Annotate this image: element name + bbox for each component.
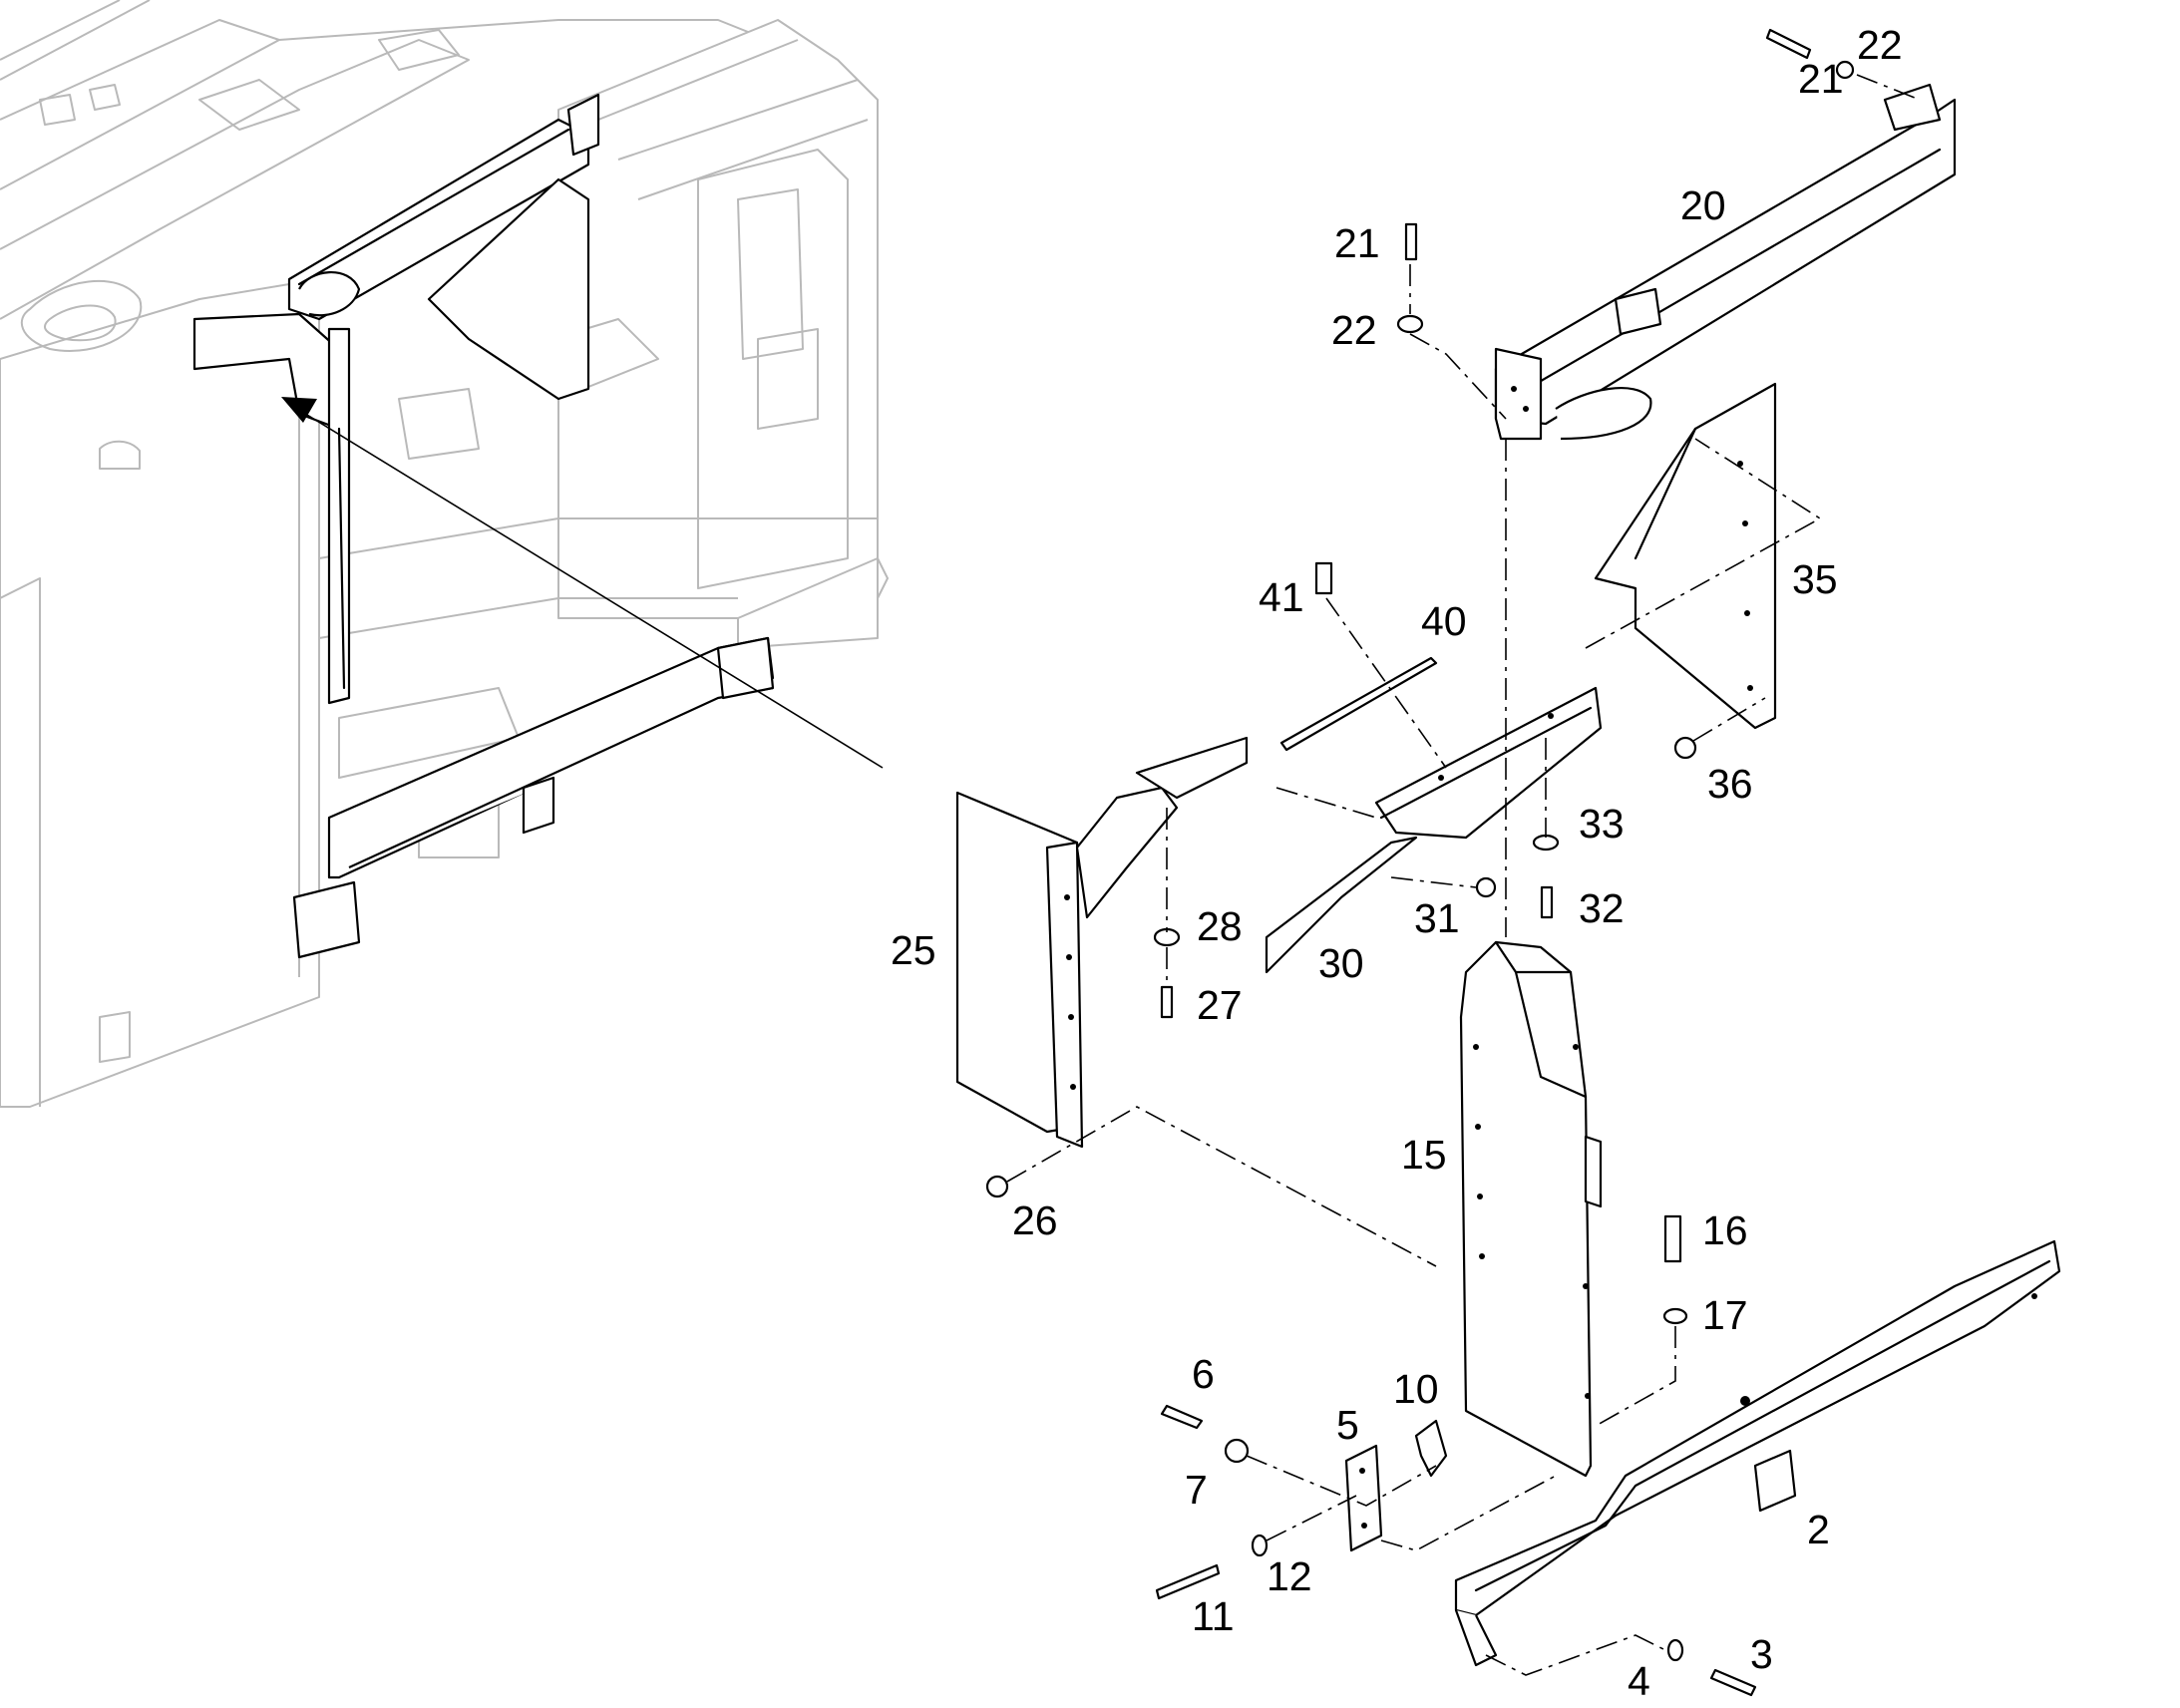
- part-2-lower-rail: [1454, 1239, 2061, 1667]
- callout-10: 10: [1393, 1366, 1439, 1412]
- callout-25: 25: [891, 927, 936, 973]
- callout-40: 40: [1421, 598, 1467, 644]
- callout-35: 35: [1792, 556, 1838, 602]
- callout-7: 7: [1185, 1467, 1208, 1513]
- callout-22-top: 22: [1857, 22, 1903, 68]
- callout-6: 6: [1192, 1351, 1215, 1397]
- callout-31: 31: [1414, 895, 1460, 941]
- callout-2: 2: [1807, 1507, 1830, 1552]
- part-5-bracket-plate: [1344, 1444, 1383, 1552]
- callout-12: 12: [1267, 1553, 1312, 1599]
- part-40-seal-strip: [1279, 656, 1438, 752]
- callout-26: 26: [1012, 1197, 1058, 1243]
- callout-20: 20: [1680, 182, 1726, 228]
- part-10-spacer-plate: [1414, 1419, 1448, 1478]
- callout-21-mid: 21: [1334, 220, 1380, 266]
- callout-16: 16: [1702, 1207, 1748, 1253]
- callout-5: 5: [1336, 1402, 1359, 1448]
- callout-28: 28: [1197, 903, 1243, 949]
- callout-30: 30: [1318, 940, 1364, 986]
- installed-frame-assembly: [192, 93, 884, 959]
- callout-36: 36: [1707, 761, 1753, 807]
- callout-4: 4: [1628, 1658, 1650, 1704]
- assembly-dash-lines: [1006, 74, 1921, 1676]
- callout-17: 17: [1702, 1292, 1748, 1338]
- part-25-left-panel: [955, 736, 1249, 1149]
- callout-41: 41: [1259, 574, 1304, 620]
- callout-15: 15: [1401, 1132, 1447, 1178]
- callout-3: 3: [1750, 1631, 1773, 1677]
- part-30-mid-bracket: [1265, 686, 1603, 974]
- part-15-vertical-post: [1459, 940, 1603, 1478]
- callout-21-top: 21: [1798, 56, 1844, 102]
- callout-32: 32: [1579, 885, 1625, 931]
- part-35-right-gusset: [1594, 382, 1777, 730]
- callout-27: 27: [1197, 982, 1243, 1028]
- machine-context-outline: [0, 0, 889, 1108]
- fastener-bolts-washers: [985, 28, 1855, 1697]
- callout-33: 33: [1579, 801, 1625, 847]
- callout-labels: 21 22 20 21 22 35 41 40 36 33 32 31 30 2…: [891, 22, 1903, 1704]
- callout-11: 11: [1192, 1593, 1235, 1639]
- part-20-upper-crossbar: [1494, 83, 1957, 441]
- callout-22-mid: 22: [1331, 307, 1377, 353]
